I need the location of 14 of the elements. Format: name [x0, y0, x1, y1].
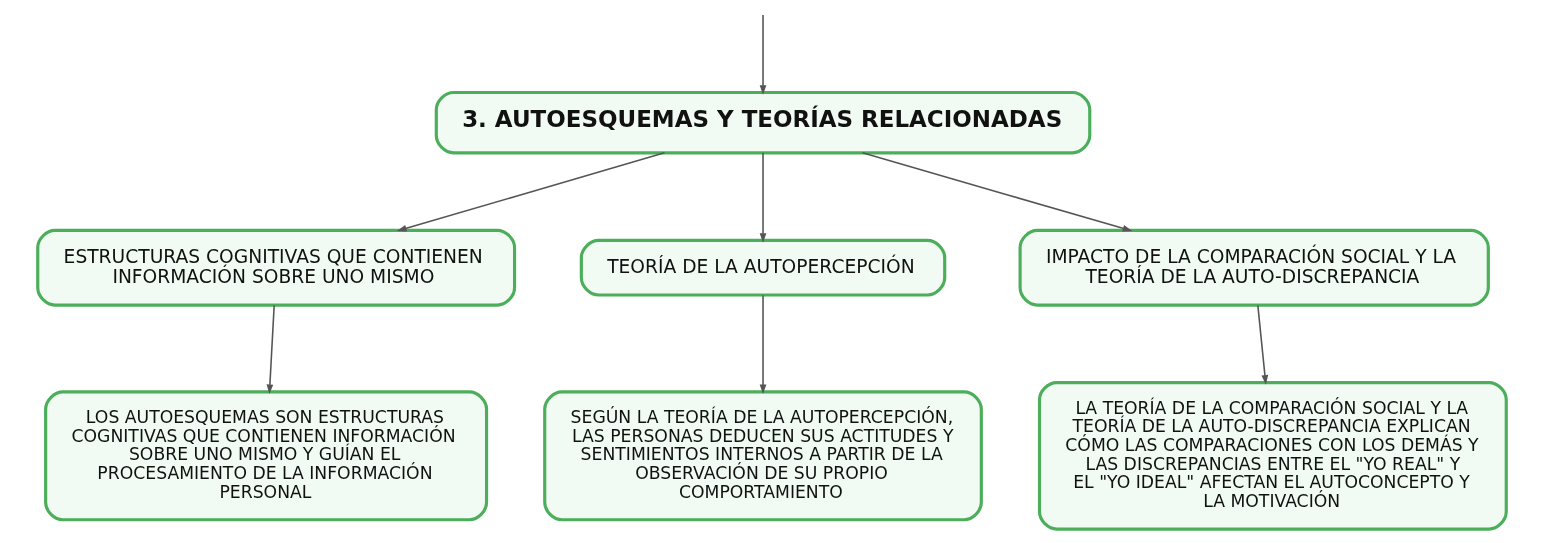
node-box: ESTRUCTURAS COGNITIVAS QUE CONTIENEN INFORMACIÓN SOBRE UNO MISMO [35, 228, 516, 307]
arrow [396, 152, 665, 232]
node-box: IMPACTO DE LA COMPARACIÓN SOCIAL Y LA TEORÍA DE LA AUTO-DISCREPANCIA [1018, 228, 1490, 307]
arrow [759, 152, 766, 243]
arrow [759, 294, 766, 395]
arrow [1256, 304, 1268, 385]
node-box: SEGÚN LA TEORÍA DE LA AUTOPERCEPCIÓN, LAS PERSONAS DEDUCEN SUS ACTITUDES Y SENTIMIENTOS INTERNOS A PARTIR DE LA OBSERVACIÓN DE SU PROPIO COMPORTAMIENTO [542, 390, 983, 522]
arrow [861, 152, 1132, 232]
node-box: 3. AUTOESQUEMAS Y TEORÍAS RELACIONADAS [434, 90, 1091, 155]
node-box: TEORÍA DE LA AUTOPERCEPCIÓN [579, 238, 946, 297]
node-box: LA TEORÍA DE LA COMPARACIÓN SOCIAL Y LA TEORÍA DE LA AUTO-DISCREPANCIA EXPLICAN CÓMO LAS COMPARACIONES CON LOS DEMÁS Y LAS DISCREPANCIAS ENTRE EL "YO REAL" Y EL "YO IDEAL" AFECTAN EL AUTOCONCEPTO Y LA MOTIVACIÓN [1037, 381, 1508, 531]
node-box: LOS AUTOESQUEMAS SON ESTRUCTURAS COGNITIVAS QUE CONTIENEN INFORMACIÓN SOBRE UNO MISMO Y GUÍAN EL PROCESAMIENTO DE LA INFORMACIÓN PERSONAL [43, 390, 488, 522]
arrow [266, 304, 275, 395]
arrow [759, 14, 766, 95]
